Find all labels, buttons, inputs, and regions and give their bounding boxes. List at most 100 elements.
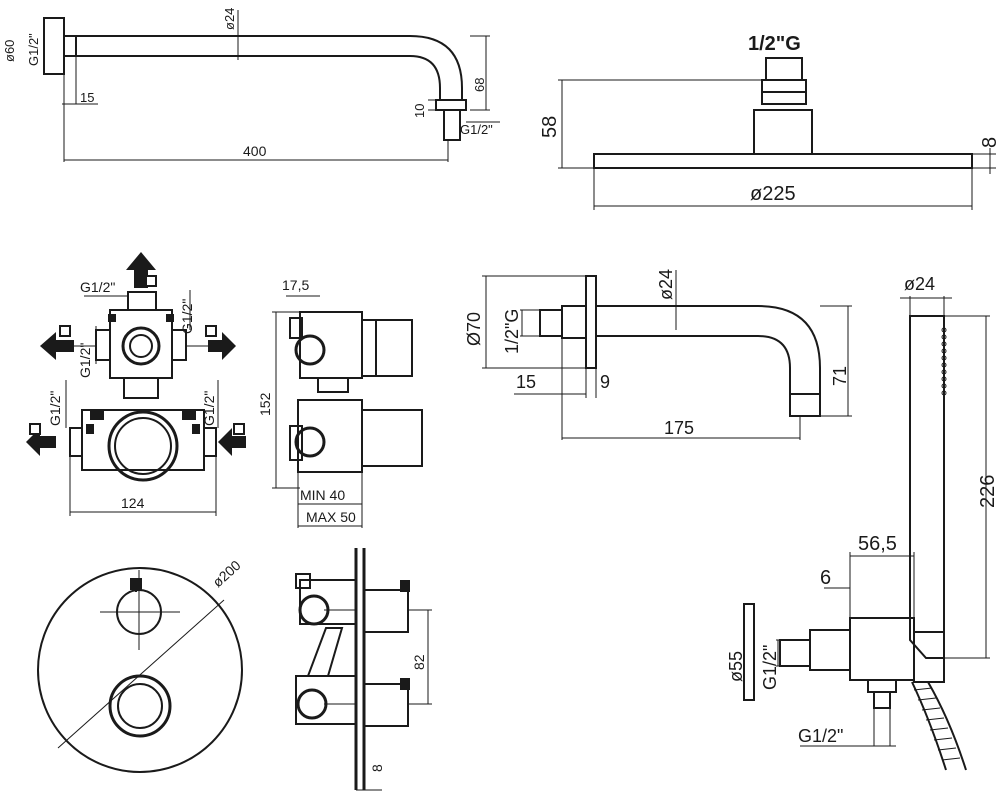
hose-left <box>911 681 947 771</box>
label-bracket-flange: ø55 <box>726 651 746 682</box>
label-nut: 10 <box>412 104 427 118</box>
label-drop: 68 <box>472 78 487 92</box>
section-upper-pin <box>400 580 410 592</box>
wall-flange <box>43 17 65 75</box>
wall-arm-flange <box>585 275 597 369</box>
label-tube-diameter: ø24 <box>222 8 237 30</box>
bracket-outlet <box>873 691 891 709</box>
thermostat-knob-inner <box>117 683 163 729</box>
section-upper-port <box>298 594 330 626</box>
hose-ribs <box>913 687 961 761</box>
upper-right-arrow-icon <box>222 332 236 360</box>
label-side-max: MAX 50 <box>306 509 356 525</box>
label-hand-length: 226 <box>977 475 999 508</box>
label-hand-diameter: ø24 <box>904 274 935 294</box>
label-top-thread: G1/2" <box>80 279 115 295</box>
hand-shower-body <box>909 315 945 659</box>
label-head-height: 58 <box>539 116 561 138</box>
valve-body-drawing: G1/2" G1/2" G1/2" G1/2" G1/2" 124 <box>26 252 246 516</box>
label-head-diameter: ø225 <box>750 183 796 205</box>
label-wall-thread: 1/2"G <box>502 309 522 354</box>
lower-right-arrow-stem <box>230 436 246 448</box>
round-plate <box>37 567 243 773</box>
hose-right <box>927 681 967 771</box>
section-lower-pin <box>400 678 410 690</box>
side-lower-spindle <box>361 409 423 467</box>
upper-bolt-tr <box>166 314 174 322</box>
lower-left-flag <box>29 423 41 435</box>
upper-right-arrow-stem <box>208 340 224 352</box>
wall-arm-connector <box>561 305 587 339</box>
label-wall-thread: G1/2" <box>26 33 41 66</box>
label-lower-right-thread: G1/2" <box>201 391 217 426</box>
lower-clip-r <box>192 424 200 434</box>
side-upper-spindle <box>361 319 413 377</box>
upper-bolt-tl <box>108 314 116 322</box>
plate-dia-line <box>57 599 225 749</box>
section-lower-knob <box>363 683 409 727</box>
label-side-depth: 17,5 <box>282 277 309 293</box>
upper-left-arrow-stem <box>52 340 74 352</box>
upper-bore <box>121 326 161 366</box>
side-upper-body <box>299 311 363 379</box>
valve-plate-drawing: ø200 <box>37 557 244 773</box>
section-upper-cap <box>295 573 311 589</box>
section-upper-body <box>299 579 357 625</box>
side-upper-port <box>294 334 326 366</box>
top-arrow-stem <box>134 268 148 288</box>
bracket-arm <box>849 617 915 681</box>
bracket-body <box>809 629 851 671</box>
wall-arm-drawing: Ø70 1/2"G ø24 15 9 71 175 <box>464 269 852 440</box>
side-neck <box>317 377 349 393</box>
wall-arm-tube-outer <box>596 305 821 394</box>
label-wall-drop: 71 <box>830 366 850 386</box>
valve-section-drawing: 82 8 <box>295 548 432 791</box>
side-upper-clip <box>289 317 303 339</box>
head-connector <box>765 57 803 81</box>
side-lower-port <box>294 426 326 458</box>
arm-nut <box>435 99 467 111</box>
section-upper-knob <box>363 589 409 633</box>
head-plate <box>593 153 973 169</box>
upper-left-arrow-icon <box>40 332 56 360</box>
head-joint <box>753 109 813 155</box>
bracket-thread <box>779 639 811 667</box>
upper-right-port <box>171 329 187 361</box>
label-section-spacing: 82 <box>411 654 427 670</box>
hand-shower-drawing: ø24 226 56,5 6 ø55 G1/2" G1/2" <box>726 274 999 771</box>
label-wall-tube-diameter: ø24 <box>656 269 676 300</box>
section-lower-port <box>296 688 328 720</box>
label-wall-offset: 15 <box>516 372 536 392</box>
lower-bore <box>107 410 179 482</box>
arm-tube-outer <box>76 35 463 100</box>
upper-left-flag <box>59 325 71 337</box>
upper-body <box>109 309 173 379</box>
label-wall-length: 175 <box>664 418 694 438</box>
lower-right-flag <box>233 423 245 435</box>
arm-outlet <box>443 109 461 141</box>
valve-side-drawing: 17,5 152 MIN 40 MAX 50 <box>257 277 423 528</box>
label-wall-flange: 9 <box>600 372 610 392</box>
lower-right-port <box>203 427 217 457</box>
lower-bore-inner <box>114 417 172 475</box>
wall-arm-thread <box>539 309 563 337</box>
label-outlet-thread: G1/2" <box>460 122 493 137</box>
upper-bore-inner <box>129 334 153 358</box>
label-head-thread: 1/2"G <box>748 33 801 55</box>
lower-clip-l <box>86 424 94 434</box>
wall-arm-tube-inner <box>596 335 791 394</box>
shower-head-drawing: 1/2"G 58 8 ø225 <box>539 33 1000 210</box>
bracket-outlet-nut <box>867 679 897 693</box>
arm-connector <box>63 35 77 57</box>
section-link <box>306 627 344 677</box>
top-arrow-icon <box>126 252 156 270</box>
top-flag <box>145 275 157 287</box>
label-valve-width: 124 <box>121 495 145 511</box>
section-lower-body <box>295 675 357 725</box>
lower-left-port <box>69 427 83 457</box>
lower-bolt-l <box>90 410 104 420</box>
label-flange-diameter: ø60 <box>2 40 17 62</box>
upper-right-flag <box>205 325 217 337</box>
